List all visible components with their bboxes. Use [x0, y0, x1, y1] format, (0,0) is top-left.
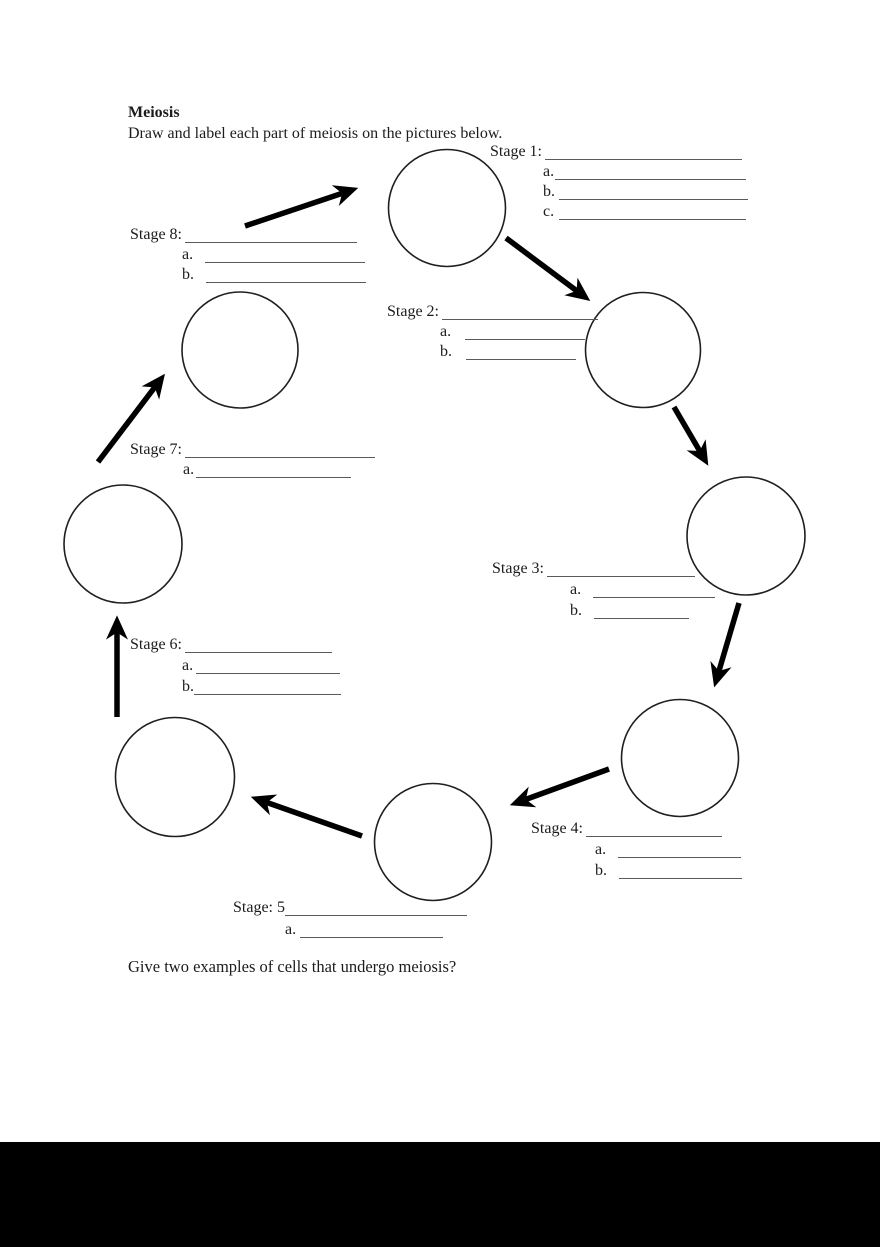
cell-circle-stage-4: [620, 698, 740, 818]
stage-8-sub-b-label: b.: [182, 266, 194, 283]
stage-1-answer-blank: [545, 145, 742, 160]
stage-8-block: Stage 8: a. b.: [130, 225, 366, 285]
stage-3-sub-a-blank: [593, 583, 716, 598]
stage-7-block: Stage 7: a.: [130, 440, 375, 480]
stage-1-sub-c-blank: [559, 205, 747, 220]
stage-6-label: Stage 6:: [130, 636, 182, 653]
stage-7-sub-a-label: a.: [183, 461, 195, 478]
stage-3-sub-b-label: b.: [570, 602, 582, 619]
arrow-stage-5-to-stage-6: [250, 794, 363, 839]
stage-4-sub-b-blank: [619, 864, 742, 879]
stage-5-answer-blank: [285, 901, 467, 916]
stage-2-sub-a-label: a.: [440, 323, 452, 340]
stage-3-block: Stage 3: a. b.: [492, 558, 716, 621]
arrow-stage-8-to-stage-1: [244, 185, 359, 229]
cell-circle-stage-1: [387, 148, 507, 268]
stage-1-sub-b-label: b.: [543, 183, 555, 200]
cell-circle-stage-3: [686, 476, 806, 596]
worksheet-title: Meiosis: [128, 104, 180, 121]
stage-7-answer-blank: [185, 443, 375, 458]
stage-3-answer-blank: [547, 562, 695, 577]
stage-7-label: Stage 7:: [130, 441, 182, 458]
letterbox-bottom: [0, 1142, 880, 1247]
question-text: Give two examples of cells that undergo …: [128, 957, 457, 976]
stage-6-answer-blank: [185, 638, 332, 653]
stage-7-sub-a-blank: [196, 463, 352, 478]
title-block: Meiosis Draw and label each part of meio…: [128, 102, 502, 144]
stage-2-sub-b-label: b.: [440, 343, 452, 360]
stage-1-sub-c-label: c.: [543, 203, 555, 220]
cell-circle-stage-5: [373, 782, 493, 902]
stage-6-sub-a-blank: [196, 659, 341, 674]
stage-1-block: Stage 1: a. b. c.: [490, 142, 748, 222]
stage-2-answer-blank: [442, 305, 598, 320]
arrow-stage-2-to-stage-3: [671, 405, 709, 466]
arrow-stage-3-to-stage-4: [710, 602, 742, 688]
stage-5-block: Stage: 5 a.: [233, 897, 467, 941]
stage-3-sub-a-label: a.: [570, 581, 582, 598]
stage-5-sub-a-blank: [300, 923, 444, 938]
stage-4-block: Stage 4: a. b.: [531, 818, 742, 881]
cell-circle-stage-8: [181, 291, 299, 409]
stage-5-sub-a-label: a.: [285, 921, 297, 938]
stage-3-label: Stage 3:: [492, 560, 544, 577]
stage-3-sub-b-blank: [594, 604, 689, 619]
stage-4-sub-b-label: b.: [595, 862, 607, 879]
stage-5-label: Stage: 5: [233, 899, 285, 916]
stage-1-label: Stage 1:: [490, 143, 542, 160]
worksheet-instruction: Draw and label each part of meiosis on t…: [128, 125, 503, 142]
stage-1-sub-b-blank: [559, 185, 748, 200]
stage-6-sub-b-blank: [194, 680, 341, 695]
cell-circle-stage-2: [584, 291, 702, 409]
stage-8-label: Stage 8:: [130, 226, 182, 243]
stage-4-sub-a-blank: [618, 843, 742, 858]
cell-circle-stage-6: [114, 716, 236, 838]
arrow-stage-7-to-stage-8: [95, 373, 165, 464]
stage-1-sub-a-label: a.: [543, 163, 555, 180]
stage-8-answer-blank: [185, 228, 357, 243]
stage-2-label: Stage 2:: [387, 303, 439, 320]
cell-circle-stage-7: [63, 484, 183, 604]
stage-4-answer-blank: [586, 822, 722, 837]
stage-6-block: Stage 6: a. b.: [130, 634, 341, 697]
stage-6-sub-a-label: a.: [182, 657, 194, 674]
stage-6-sub-b-label: b.: [182, 678, 194, 695]
stage-2-sub-a-blank: [465, 325, 586, 340]
stage-4-label: Stage 4:: [531, 820, 583, 837]
arrow-stage-4-to-stage-5: [509, 766, 610, 808]
stage-1-sub-a-blank: [555, 165, 747, 180]
arrow-stage-1-to-stage-2: [504, 235, 591, 301]
stage-8-sub-b-blank: [206, 268, 366, 283]
stage-8-sub-a-label: a.: [182, 246, 194, 263]
stage-2-block: Stage 2: a. b.: [387, 302, 598, 362]
stage-8-sub-a-blank: [205, 248, 366, 263]
stage-4-sub-a-label: a.: [595, 841, 607, 858]
stage-2-sub-b-blank: [466, 345, 576, 360]
